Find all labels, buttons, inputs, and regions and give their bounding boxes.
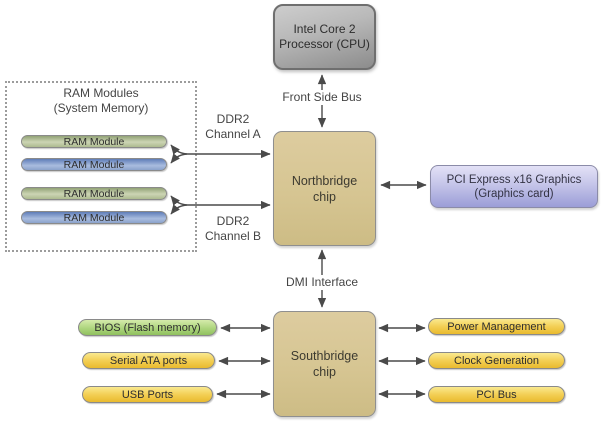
- pci-express-label-line1: PCI Express x16 Graphics: [446, 173, 582, 186]
- ram-group-title-line2: (System Memory): [53, 101, 149, 115]
- ddr2-channel-b-branch-lower: [170, 204, 188, 215]
- ddr2-channel-a-line2: Channel A: [205, 127, 261, 141]
- bios-flash-memory-pill: BIOS (Flash memory): [78, 319, 217, 336]
- southbridge-label-line1: Southbridge: [290, 349, 359, 363]
- ram-module-2: RAM Module: [21, 158, 167, 171]
- power-management-pill: Power Management: [428, 318, 565, 335]
- ddr2-channel-b-line1: DDR2: [216, 214, 250, 228]
- northbridge-label-line2: chip: [313, 189, 336, 204]
- cpu-label-line2: Processor (CPU): [279, 37, 370, 51]
- southbridge-label-line2: chip: [313, 365, 336, 379]
- ddr2-channel-a-line1: DDR2: [216, 112, 250, 126]
- ddr2-channel-b-label: DDR2 Channel B: [199, 214, 267, 244]
- front-side-bus-label: Front Side Bus: [267, 90, 377, 105]
- serial-ata-ports-pill: Serial ATA ports: [82, 352, 215, 369]
- southbridge-box: Southbridge chip: [273, 311, 376, 417]
- ddr2-channel-a-branch-upper: [170, 144, 188, 155]
- ram-group-title-line1: RAM Modules: [63, 86, 139, 100]
- ddr2-channel-a-label: DDR2 Channel A: [199, 112, 267, 142]
- ddr2-channel-a-branch-lower: [170, 153, 188, 164]
- pci-express-label-line2: (Graphics card): [474, 187, 554, 200]
- northbridge-box: Northbridge chip: [273, 131, 376, 246]
- ddr2-channel-b-line2: Channel B: [204, 229, 262, 243]
- northbridge-label-line1: Northbridge: [291, 173, 358, 188]
- usb-ports-pill: USB Ports: [82, 386, 213, 403]
- ddr2-channel-b-branch-upper: [170, 195, 188, 206]
- ram-modules-group: [5, 81, 197, 252]
- pci-bus-pill: PCI Bus: [428, 386, 565, 403]
- cpu-label-line1: Intel Core 2: [293, 22, 356, 36]
- ram-group-title: RAM Modules (System Memory): [5, 86, 197, 116]
- ram-module-4: RAM Module: [21, 211, 167, 224]
- dmi-interface-label: DMI Interface: [274, 275, 370, 290]
- cpu-box: Intel Core 2 Processor (CPU): [273, 4, 376, 70]
- clock-generation-pill: Clock Generation: [428, 352, 565, 369]
- ram-module-1: RAM Module: [21, 135, 167, 148]
- ram-module-3: RAM Module: [21, 187, 167, 200]
- pci-express-graphics-box: PCI Express x16 Graphics (Graphics card): [430, 165, 598, 208]
